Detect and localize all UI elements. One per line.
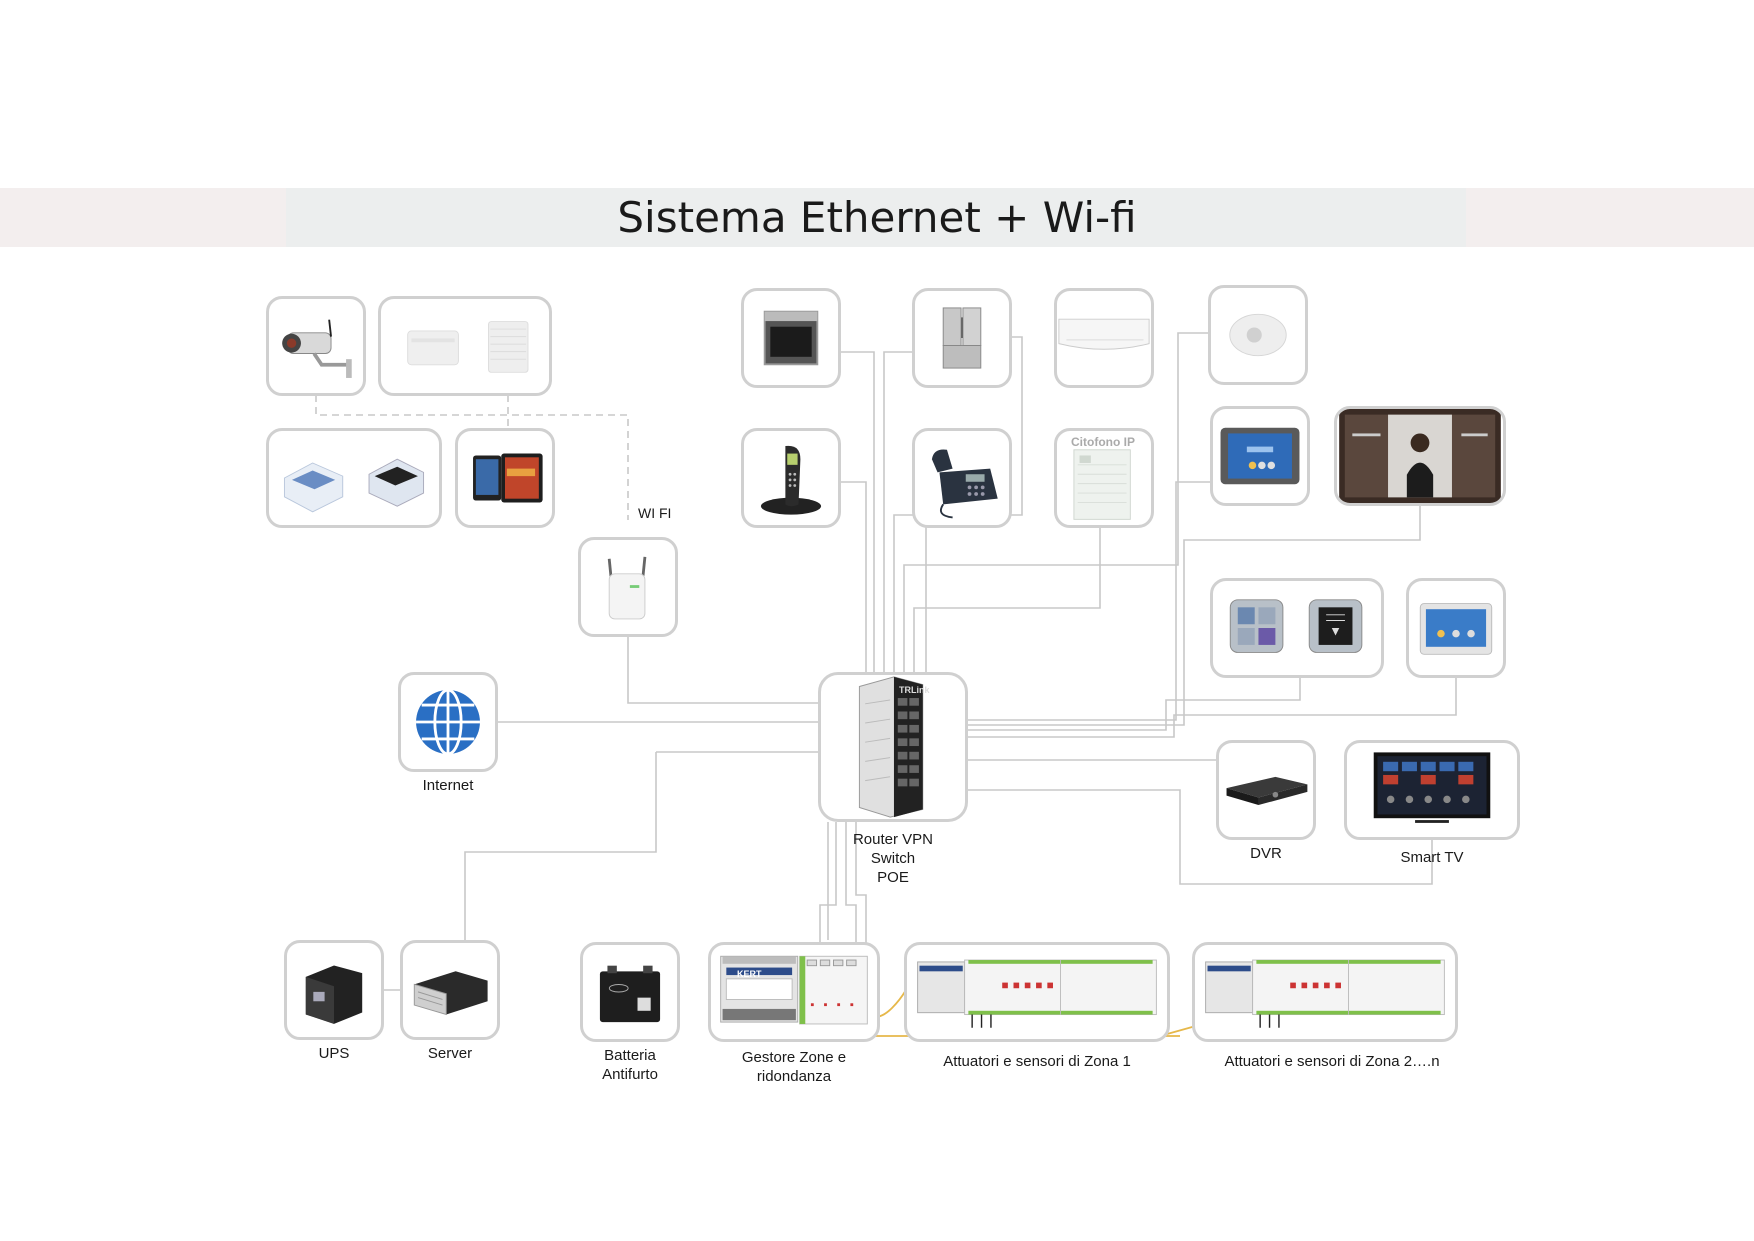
smart-tv-box[interactable] [1344,740,1520,840]
tablets-box[interactable] [455,428,555,528]
zone-manager-box[interactable]: KERT [708,942,880,1042]
ups-label: UPS [318,1045,350,1062]
wifi-label: WI FI [638,505,672,521]
touch-panel-box[interactable] [1210,406,1310,506]
battery-icon [599,965,661,1023]
desk-phone-box[interactable] [912,428,1012,528]
wall-tablet-icon [1419,603,1493,655]
zone2-actuators-box[interactable] [1192,942,1458,1042]
ip-intercom-icon [1073,449,1131,520]
sensor-devices-icon [407,321,529,373]
page-title: Sistema Ethernet + Wi-fi [617,193,1137,242]
internet-box[interactable] [398,672,498,772]
smart-tv-icon [1373,752,1491,823]
router-switch-label: Router VPN Switch POE [852,831,934,886]
wifi-repeater-icon [607,556,647,620]
dvr-box[interactable] [1216,740,1316,840]
ups-box[interactable] [284,940,384,1040]
smart-mirror-icon [1339,409,1501,503]
zone-manager-brand: KERT [737,969,762,979]
server-icon [413,971,488,1016]
sensors-box[interactable] [378,296,552,396]
smart-tv-label: Smart TV [1400,849,1464,866]
wall-keypad-icon [1229,599,1363,653]
wifi-dashed-link [315,395,629,520]
wall-tablet-box[interactable] [1406,578,1506,678]
network-switch-icon [858,676,924,818]
internet-label: Internet [422,777,474,794]
switch-brand-text: TRLink [899,685,930,695]
server-box[interactable] [400,940,500,1040]
alarm-hub-icon [283,458,425,513]
smart-mirror-box[interactable] [1334,406,1506,506]
server-label: Server [427,1045,473,1062]
wall-keypads-box[interactable] [1210,578,1384,678]
dome-camera-icon [1229,313,1287,357]
dvr-label: DVR [1250,845,1282,862]
intercom-brand-text: Citofono IP [1071,435,1135,449]
zone-manager-icon [720,955,868,1025]
touch-panel-icon [1220,427,1300,485]
dvr-icon [1226,776,1308,806]
title-band-inner [286,188,1466,247]
fridge-icon [942,307,982,369]
ip-intercom-box[interactable]: Citofono IP [1054,428,1154,528]
tablet-icon [473,453,543,503]
globe-icon [416,688,480,756]
router-switch-box[interactable]: TRLink [818,672,968,822]
alarm-hub-box[interactable] [266,428,442,528]
fridge-box[interactable] [912,288,1012,388]
air-conditioner-icon [1058,318,1150,350]
ip-camera-box[interactable] [266,296,366,396]
dome-camera-box[interactable] [1208,285,1308,385]
oven-box[interactable] [741,288,841,388]
cordless-phone-icon [760,445,822,515]
zone1-label: Attuatori e sensori di Zona 1 [943,1053,1131,1070]
battery-box[interactable] [580,942,680,1042]
oven-icon [763,310,819,366]
ip-camera-icon [282,319,352,378]
wifi-repeater-box[interactable] [578,537,678,637]
zone2-label: Attuatori e sensori di Zona 2….n [1224,1053,1440,1070]
air-conditioner-box[interactable] [1054,288,1154,388]
desk-phone-icon [931,449,998,519]
zone2-actuators-icon [1205,959,1445,1028]
zone-manager-label: Gestore Zone e ridondanza [741,1049,847,1085]
battery-label: Batteria Antifurto [602,1047,658,1083]
cordless-phone-box[interactable] [741,428,841,528]
zone1-actuators-box[interactable] [904,942,1170,1042]
zone1-actuators-icon [917,959,1157,1028]
ups-icon [305,965,363,1024]
